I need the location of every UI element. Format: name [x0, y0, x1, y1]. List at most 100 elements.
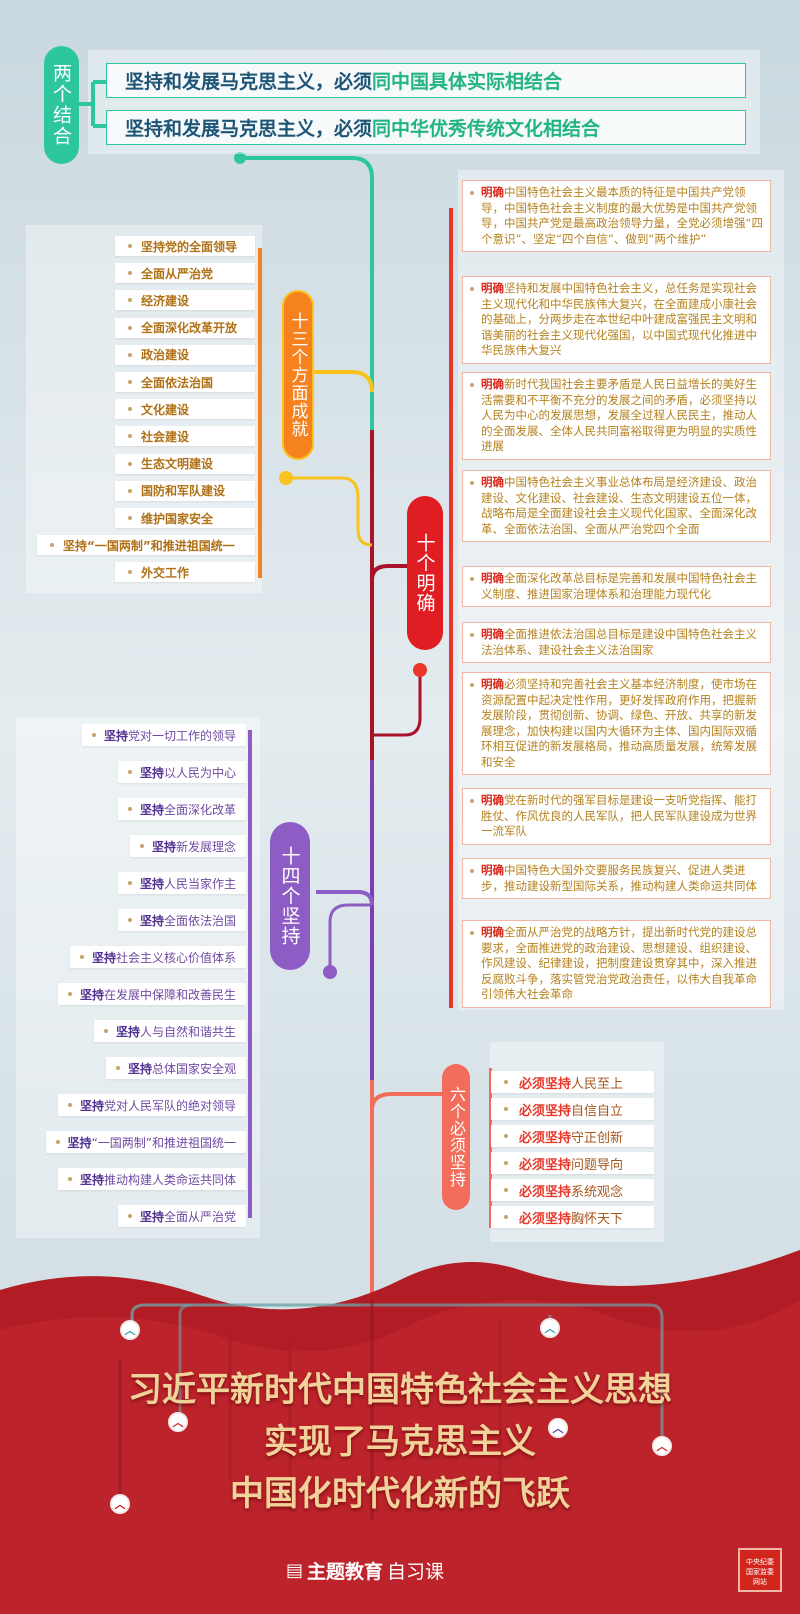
clarification-keyword: 明确	[481, 185, 504, 199]
chevron-up-icon: ︿	[168, 1412, 188, 1432]
adhere-text: “一国两制”和推进祖国统一	[91, 1135, 236, 1150]
must-text: 系统观念	[571, 1184, 624, 1200]
clarification-item: 明确必须坚持和完善社会主义基本经济制度，使市场在资源配置中起决定性作用，更好发挥…	[462, 672, 771, 775]
achievement-item: 全面依法治国	[115, 372, 255, 392]
adhere-text: 推动构建人类命运共同体	[103, 1172, 236, 1187]
adhere-text: 党对人民军队的绝对领导	[103, 1098, 236, 1113]
clarification-keyword: 明确	[481, 281, 504, 295]
ten-clarifications-badge: 十个明确	[407, 496, 443, 650]
adhere-text: 以人民为中心	[163, 765, 236, 780]
clarification-item: 明确全面从严治党的战略方针，提出新时代党的建设总要求，全面推进党的政治建设、思想…	[462, 920, 771, 1008]
publisher-seal: 中央纪委 国家监委 网站	[738, 1548, 782, 1592]
adhere-item: 坚持全面深化改革	[117, 798, 246, 820]
adhere-item: 坚持新发展理念	[129, 835, 246, 857]
adhere-item: 坚持党对人民军队的绝对领导	[57, 1094, 246, 1116]
footer-title-line-3: 中国化时代化新的飞跃	[230, 1474, 570, 1514]
adhere-keyword: 坚持	[151, 839, 176, 854]
must-keyword: 必须坚持	[519, 1130, 572, 1146]
must-keyword: 必须坚持	[519, 1157, 572, 1173]
clarification-text: 坚持和发展中国特色社会主义，总任务是实现社会主义现代化和中华民族伟大复兴，在全面…	[481, 281, 757, 357]
adhere-text: 全面依法治国	[163, 913, 236, 928]
must-item: 必须坚持守正创新	[491, 1125, 654, 1147]
clarifications-vertical-line	[449, 208, 453, 1008]
seal-line: 国家监委	[746, 1568, 774, 1576]
achievement-item: 维护国家安全	[115, 508, 255, 528]
adhere-keyword: 坚持	[79, 1172, 104, 1187]
adhere-text: 党对一切工作的领导	[127, 728, 236, 743]
must-text: 守正创新	[571, 1130, 624, 1146]
clarification-item: 明确新时代我国社会主要矛盾是人民日益增长的美好生活需要和不平衡不充分的发展之间的…	[462, 372, 771, 460]
adhere-keyword: 坚持	[139, 913, 164, 928]
must-text: 问题导向	[571, 1157, 624, 1173]
adhere-keyword: 坚持	[139, 876, 164, 891]
adhere-item: 坚持党对一切工作的领导	[81, 724, 246, 746]
clarification-text: 全面深化改革总目标是完善和发展中国特色社会主义制度、推进国家治理体系和治理能力现…	[481, 571, 757, 601]
must-keyword: 必须坚持	[519, 1184, 572, 1200]
adhere-item: 坚持人与自然和谐共生	[93, 1020, 246, 1042]
combination-prefix: 坚持和发展马克思主义，必须	[125, 71, 373, 93]
adhere-item: 坚持全面从严治党	[117, 1205, 246, 1227]
fourteen-adheres-badge: 十四个坚持	[270, 822, 310, 970]
combination-highlight: 同中华优秀传统文化相结合	[372, 118, 601, 140]
thirteen-achievements-badge: 十三个方面成就	[282, 290, 314, 460]
combination-item-2: 坚持和发展马克思主义，必须 同中华优秀传统文化相结合	[106, 110, 746, 145]
brand-logo: ▤ 主题教育 自习课	[265, 1553, 465, 1587]
clarification-item: 明确全面深化改革总目标是完善和发展中国特色社会主义制度、推进国家治理体系和治理能…	[462, 566, 771, 607]
must-item: 必须坚持问题导向	[491, 1152, 654, 1174]
adhere-item: 坚持社会主义核心价值体系	[69, 946, 246, 968]
adhere-text: 总体国家安全观	[151, 1061, 236, 1076]
musts-vertical-line	[489, 1068, 492, 1228]
clarification-text: 中国特色社会主义最本质的特征是中国共产党领导，中国特色社会主义制度的最大优势是中…	[481, 185, 763, 246]
clarification-text: 中国特色大国外交要服务民族复兴、促进人类进步，推动建设新型国际关系，推动构建人类…	[481, 863, 757, 893]
adhere-item: 坚持人民当家作主	[117, 872, 246, 894]
six-musts-badge: 六个必须坚持	[442, 1064, 470, 1210]
must-item: 必须坚持自信自立	[491, 1098, 654, 1120]
adhere-text: 在发展中保障和改善民生	[103, 987, 236, 1002]
adhere-item: 坚持在发展中保障和改善民生	[57, 983, 246, 1005]
clarification-keyword: 明确	[481, 627, 504, 641]
achievement-item: 生态文明建设	[115, 453, 255, 474]
clarification-keyword: 明确	[481, 925, 504, 939]
combination-prefix: 坚持和发展马克思主义，必须	[125, 118, 373, 140]
combination-highlight: 同中国具体实际相结合	[372, 71, 563, 93]
achievement-item: 国防和军队建设	[115, 480, 255, 501]
must-item: 必须坚持人民至上	[491, 1071, 654, 1093]
footer-title-line-1: 习近平新时代中国特色社会主义思想	[128, 1370, 672, 1410]
clarification-text: 新时代我国社会主要矛盾是人民日益增长的美好生活需要和不平衡不充分的发展之间的矛盾…	[481, 377, 757, 453]
clarification-item: 明确中国特色社会主义最本质的特征是中国共产党领导，中国特色社会主义制度的最大优势…	[462, 180, 771, 252]
adheres-vertical-line	[248, 730, 252, 1218]
adhere-keyword: 坚持	[139, 802, 164, 817]
adhere-text: 人与自然和谐共生	[139, 1024, 236, 1039]
must-text: 人民至上	[571, 1076, 624, 1092]
clarification-text: 中国特色社会主义事业总体布局是经济建设、政治建设、文化建设、社会建设、生态文明建…	[481, 475, 757, 536]
chevron-up-icon: ︿	[540, 1318, 560, 1338]
adhere-item: 坚持推动构建人类命运共同体	[57, 1168, 246, 1190]
chevron-up-icon: ︿	[120, 1320, 140, 1340]
adhere-keyword: 坚持	[79, 1098, 104, 1113]
must-item: 必须坚持系统观念	[491, 1179, 654, 1201]
achievement-item: 社会建设	[115, 426, 255, 447]
seal-line: 网站	[753, 1578, 767, 1586]
achievement-item: 全面从严治党	[115, 263, 255, 284]
adhere-keyword: 坚持	[139, 1209, 164, 1224]
adhere-item: 坚持“一国两制”和推进祖国统一	[45, 1131, 246, 1153]
must-keyword: 必须坚持	[519, 1076, 572, 1092]
adhere-text: 人民当家作主	[163, 876, 236, 891]
must-item: 必须坚持胸怀天下	[491, 1206, 654, 1228]
logo-bold-text: 主题教育	[306, 1560, 383, 1583]
achievement-item: 经济建设	[115, 290, 255, 311]
chevron-up-icon: ︿	[548, 1418, 568, 1438]
clarification-keyword: 明确	[481, 863, 504, 877]
adhere-keyword: 坚持	[67, 1135, 92, 1150]
must-text: 自信自立	[571, 1103, 624, 1119]
achievement-item: 政治建设	[115, 344, 255, 365]
two-combinations-bracket	[79, 80, 106, 128]
adhere-item: 坚持以人民为中心	[117, 761, 246, 783]
adhere-keyword: 坚持	[127, 1061, 152, 1076]
adhere-keyword: 坚持	[115, 1024, 140, 1039]
must-keyword: 必须坚持	[519, 1211, 572, 1227]
clarification-keyword: 明确	[481, 377, 504, 391]
adhere-text: 新发展理念	[175, 839, 236, 854]
clarification-item: 明确中国特色社会主义事业总体布局是经济建设、政治建设、文化建设、社会建设、生态文…	[462, 470, 771, 542]
